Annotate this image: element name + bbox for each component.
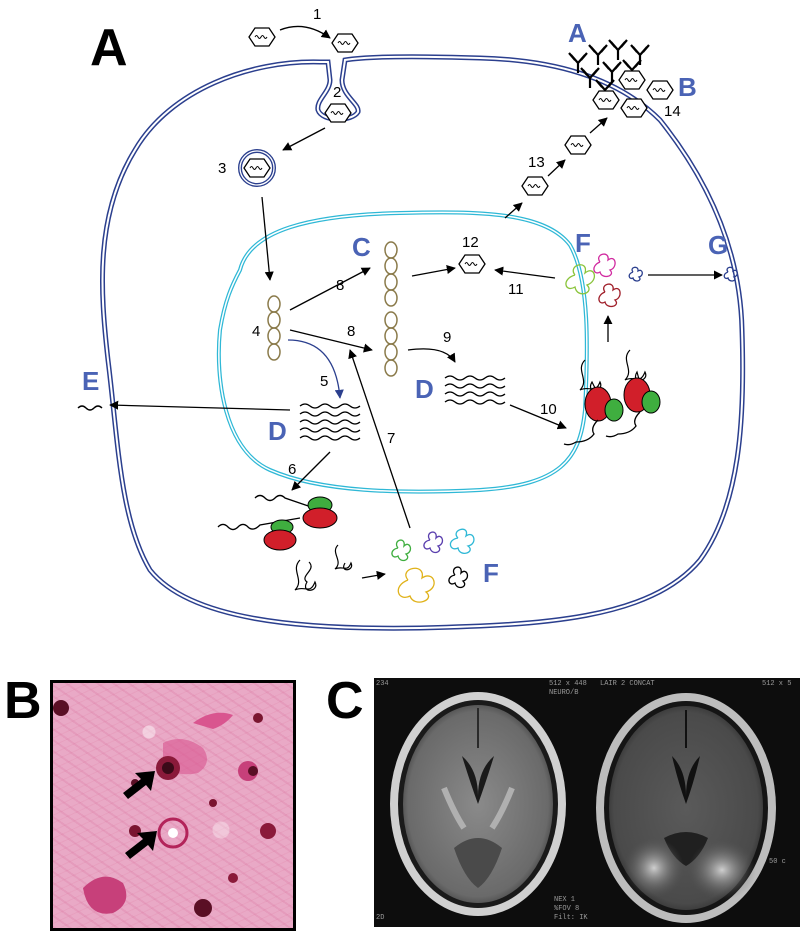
virion-in-endosome: [243, 158, 271, 178]
panel-a-letter: A: [90, 19, 128, 77]
svg-text:8: 8: [336, 277, 344, 294]
arrow-lower: [125, 831, 157, 859]
virus-life-cycle-diagram: 1 2 3 4 5 6 7 8 8 9 10 11 12 13 14 A B C…: [77, 6, 746, 631]
proteins-f-top: [565, 253, 643, 308]
histology-cells: [53, 700, 276, 917]
mri-right-bottom-3: Filt: IK: [554, 914, 588, 922]
svg-text:12: 12: [462, 234, 479, 251]
genome-copy-lower: [384, 311, 398, 377]
label-mrna-d1: D: [415, 374, 434, 404]
svg-text:10: 10: [540, 401, 557, 418]
panel-c-letter: C: [326, 672, 364, 730]
genome-segments-4: [267, 295, 281, 361]
virion-assembly-12: [458, 254, 486, 274]
virion-endocytosis: [324, 103, 352, 123]
mrna-d-right: [444, 375, 506, 405]
svg-text:2: 2: [333, 84, 341, 101]
label-virions-out: B: [678, 72, 697, 102]
label-protein-g: G: [708, 230, 728, 260]
svg-text:7: 7: [387, 430, 395, 447]
svg-text:1: 1: [313, 6, 321, 23]
mri-right-scale: 50 c: [769, 858, 786, 866]
mri-scans: 234 512 x 448 NEURO/B LAIR 2 CONCAT 512 …: [374, 678, 800, 927]
svg-text:8: 8: [347, 323, 355, 340]
mri-left-topright: 512 x 448: [549, 680, 587, 688]
svg-text:11: 11: [508, 281, 524, 298]
label-proteins-f1: F: [575, 228, 591, 258]
genome-copy-c-upper: [384, 241, 398, 307]
mri-brains: [390, 692, 776, 923]
svg-text:14: 14: [664, 103, 681, 120]
ribosomes-left: [217, 494, 353, 591]
svg-text:6: 6: [288, 461, 296, 478]
svg-text:3: 3: [218, 160, 226, 177]
cell-membrane: [100, 54, 746, 631]
mrna-d-left: [299, 403, 361, 441]
ribosomes-right: [563, 349, 661, 446]
label-mrna-d2: D: [268, 416, 287, 446]
released-virions: [592, 70, 674, 118]
label-proteins-f2: F: [483, 558, 499, 588]
virion-attaching: [331, 33, 359, 53]
svg-text:4: 4: [252, 323, 260, 340]
proteins-f-bottom: [391, 528, 475, 603]
protein-g: [723, 266, 738, 282]
mri-left-topleft: 234: [376, 680, 389, 688]
mri-left-bottom: 2D: [376, 914, 385, 922]
virion-budding-2: [564, 135, 592, 155]
label-rna-e: E: [82, 366, 99, 396]
virion-outside: [248, 27, 276, 47]
label-genome-c: C: [352, 232, 371, 262]
rna-e: [77, 405, 103, 411]
label-antibodies: A: [568, 18, 587, 48]
blue-labels: A B C D D E F F G: [82, 18, 728, 588]
panel-b-letter: B: [4, 672, 42, 730]
virion-budding-1: [521, 176, 549, 196]
svg-text:9: 9: [443, 329, 451, 346]
mri-right-bottom-2: %FOV 8: [554, 905, 580, 913]
mri-left-sub: NEURO/B: [549, 689, 579, 697]
histology-image: [50, 680, 296, 931]
mri-right-bottom-1: NEX 1: [554, 896, 576, 904]
svg-text:5: 5: [320, 373, 328, 390]
arrow-upper: [123, 771, 155, 799]
mri-right-header: LAIR 2 CONCAT: [600, 680, 655, 688]
step-numbers: 1 2 3 4 5 6 7 8 8 9 10 11 12 13 14: [218, 6, 681, 478]
nuclear-membrane: [216, 210, 589, 494]
svg-text:13: 13: [528, 154, 545, 171]
mri-right-topright: 512 x 5: [762, 680, 792, 688]
